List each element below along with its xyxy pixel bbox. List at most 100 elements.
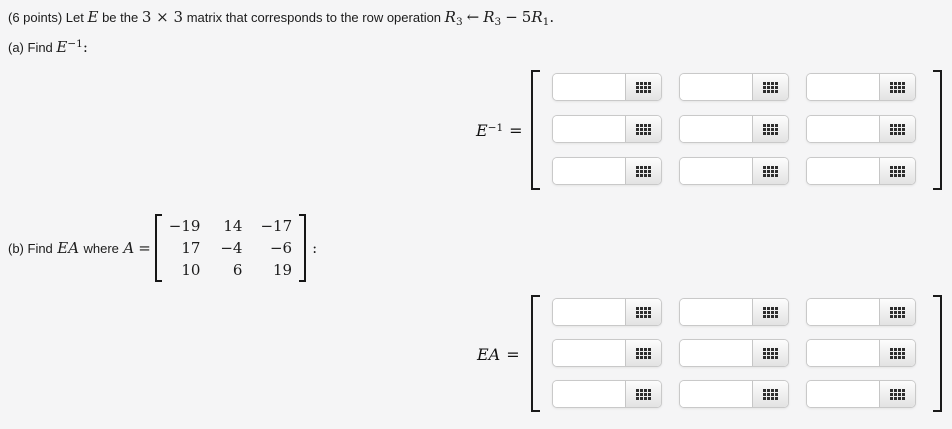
ea-answer-grid: [552, 298, 916, 408]
ea-entry-button-r1c1[interactable]: [625, 299, 661, 325]
einv-equals: =: [509, 121, 523, 140]
einv-entry-button-r1c1[interactable]: [625, 74, 661, 100]
ea-input-r3c1[interactable]: [553, 381, 625, 407]
ea-input-r2c2[interactable]: [680, 340, 752, 366]
grid-icon: [890, 388, 905, 400]
einv-entry-button-r2c1[interactable]: [625, 116, 661, 142]
points-prefix: (6 points) Let: [8, 10, 84, 25]
einv-cell-r3c2: [679, 157, 789, 185]
ea-cell-r1c2: [679, 298, 789, 326]
ea-input-r2c3[interactable]: [807, 340, 879, 366]
einv-entry-button-r3c2[interactable]: [752, 158, 788, 184]
ea-left-bracket: [531, 295, 540, 412]
matrix-a-r2c1: 17: [181, 238, 201, 257]
einv-input-r3c1[interactable]: [553, 158, 625, 184]
ea-cell-r2c2: [679, 339, 789, 367]
ea-answer-label: EA=: [477, 345, 520, 364]
ea-cell-r2c3: [806, 339, 916, 367]
einv-cell-r1c1: [552, 73, 662, 101]
einv-entry-button-r2c3[interactable]: [879, 116, 915, 142]
part-a-prefix: (a) Find: [8, 40, 53, 55]
ea-input-r3c2[interactable]: [680, 381, 752, 407]
einv-input-r1c3[interactable]: [807, 74, 879, 100]
grid-icon: [890, 347, 905, 359]
part-b-prefix: (b) Find: [8, 240, 53, 256]
part-b-colon: :: [312, 239, 318, 257]
matrix-a-r1c3: −17: [260, 216, 293, 235]
einv-entry-button-r2c2[interactable]: [752, 116, 788, 142]
einv-cell-r3c3: [806, 157, 916, 185]
einv-entry-button-r1c3[interactable]: [879, 74, 915, 100]
einv-input-r3c3[interactable]: [807, 158, 879, 184]
ea-entry-button-r2c2[interactable]: [752, 340, 788, 366]
einv-input-r1c2[interactable]: [680, 74, 752, 100]
rowop-R3: R: [531, 8, 543, 26]
einv-input-r2c2[interactable]: [680, 116, 752, 142]
left-arrow: ←: [466, 8, 480, 26]
einv-input-r2c3[interactable]: [807, 116, 879, 142]
ea-cell-r2c1: [552, 339, 662, 367]
einv-input-r1c1[interactable]: [553, 74, 625, 100]
grid-icon: [763, 347, 778, 359]
matrix-a-r3c3: 19: [273, 260, 293, 279]
ea-cell-r3c2: [679, 380, 789, 408]
ea-equals: =: [506, 345, 520, 364]
statement-mid2: matrix that corresponds to the row opera…: [186, 10, 442, 25]
part-a-prompt: (a) Find E−1:: [8, 38, 88, 56]
grid-icon: [636, 306, 651, 318]
ea-cell-r3c3: [806, 380, 916, 408]
statement-mid1: be the: [102, 10, 139, 25]
ea-input-r1c2[interactable]: [680, 299, 752, 325]
ea-entry-button-r3c1[interactable]: [625, 381, 661, 407]
einv-cell-r2c3: [806, 115, 916, 143]
grid-icon: [763, 81, 778, 93]
ea-entry-button-r2c3[interactable]: [879, 340, 915, 366]
einv-entry-button-r3c3[interactable]: [879, 158, 915, 184]
ea-entry-button-r2c1[interactable]: [625, 340, 661, 366]
ea-cell-r1c3: [806, 298, 916, 326]
grid-icon: [890, 306, 905, 318]
grid-icon: [636, 347, 651, 359]
ea-entry-button-r3c2[interactable]: [752, 381, 788, 407]
matrix-a-right-bracket: [299, 214, 307, 282]
grid-icon: [763, 123, 778, 135]
var-E-inverse: E: [56, 38, 68, 56]
einv-cell-r1c2: [679, 73, 789, 101]
matrix-a-values: −19 14 −17 17 −4 −6 10 6 19: [169, 216, 292, 281]
grid-icon: [636, 123, 651, 135]
var-E: E: [87, 8, 99, 26]
einv-cell-r2c2: [679, 115, 789, 143]
ea-entry-button-r1c2[interactable]: [752, 299, 788, 325]
einv-label-E: E: [476, 121, 488, 140]
ea-entry-button-r3c3[interactable]: [879, 381, 915, 407]
ea-entry-button-r1c3[interactable]: [879, 299, 915, 325]
ea-input-r1c3[interactable]: [807, 299, 879, 325]
ea-input-r3c3[interactable]: [807, 381, 879, 407]
einv-input-r3c2[interactable]: [680, 158, 752, 184]
einv-entry-button-r1c2[interactable]: [752, 74, 788, 100]
einv-input-r2c1[interactable]: [553, 116, 625, 142]
grid-icon: [636, 81, 651, 93]
einv-left-bracket: [531, 70, 540, 190]
minus-sign: −: [505, 8, 518, 26]
ea-input-r1c1[interactable]: [553, 299, 625, 325]
einv-right-bracket: [933, 70, 942, 190]
matrix-a-r3c1: 10: [181, 260, 201, 279]
einv-answer-grid: [552, 73, 916, 185]
einv-answer-label: E−1=: [476, 121, 523, 140]
rowop-period: .: [549, 8, 555, 26]
ea-right-bracket: [933, 295, 942, 412]
ea-cell-r1c1: [552, 298, 662, 326]
matrix-a-r3c2: 6: [232, 260, 243, 279]
matrix-dims: 3 × 3: [141, 8, 184, 26]
inverse-exponent: −1: [67, 38, 83, 50]
part-b-where: where: [83, 240, 119, 256]
ea-cell-r3c1: [552, 380, 662, 408]
matrix-a-r2c3: −6: [269, 238, 293, 257]
matrix-a-r2c2: −4: [220, 238, 243, 257]
ea-input-r2c1[interactable]: [553, 340, 625, 366]
part-b-prompt: (b) Find EA where A = −19 14 −17 17 −4 −…: [8, 205, 317, 291]
rowop-sub1: 3: [455, 16, 463, 28]
einv-entry-button-r3c1[interactable]: [625, 158, 661, 184]
